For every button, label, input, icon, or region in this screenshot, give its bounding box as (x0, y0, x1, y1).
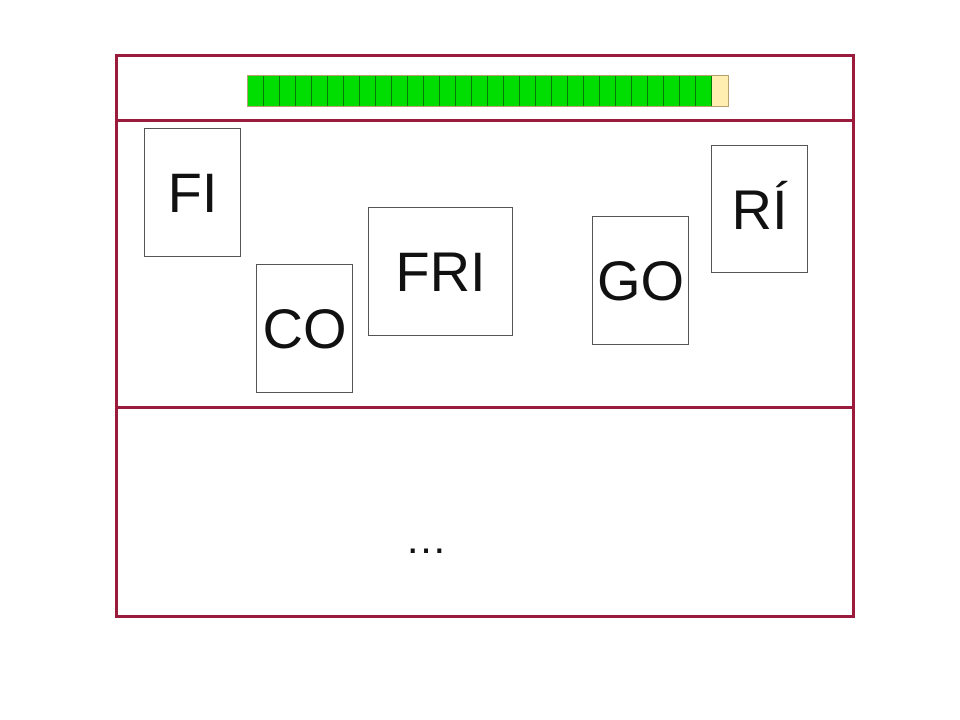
progress-segment-filled (360, 76, 376, 106)
answer-placeholder: … (405, 515, 447, 562)
progress-segment-filled (600, 76, 616, 106)
progress-segment-filled (680, 76, 696, 106)
progress-segment-filled (552, 76, 568, 106)
syllable-label: RÍ (731, 177, 788, 241)
syllable-label: CO (262, 297, 347, 360)
progress-segment-filled (616, 76, 632, 106)
progress-segment-filled (248, 76, 264, 106)
progress-segment-filled (344, 76, 360, 106)
syllable-label: FI (167, 161, 218, 224)
progress-segment-filled (584, 76, 600, 106)
progress-segment-filled (264, 76, 280, 106)
progress-segment-filled (488, 76, 504, 106)
progress-segment-filled (392, 76, 408, 106)
progress-segment-filled (440, 76, 456, 106)
progress-segment-filled (472, 76, 488, 106)
progress-segment-filled (568, 76, 584, 106)
progress-segment-filled (376, 76, 392, 106)
progress-segment-empty (712, 76, 728, 106)
progress-segment-filled (424, 76, 440, 106)
progress-segment-filled (456, 76, 472, 106)
syllable-label: GO (596, 249, 685, 312)
progress-segment-filled (536, 76, 552, 106)
syllable-card-go[interactable]: GO (592, 216, 689, 345)
syllable-card-fi[interactable]: FI (144, 128, 241, 257)
syllable-card-ri[interactable]: RÍ (711, 145, 808, 273)
progress-segment-filled (632, 76, 648, 106)
syllable-label: FRI (395, 240, 486, 303)
syllable-card-fri[interactable]: FRI (368, 207, 513, 336)
progress-segment-filled (296, 76, 312, 106)
syllable-card-co[interactable]: CO (256, 264, 353, 393)
progress-segment-filled (648, 76, 664, 106)
progress-segment-filled (520, 76, 536, 106)
answer-panel (115, 406, 855, 618)
progress-segment-filled (504, 76, 520, 106)
progress-segment-filled (328, 76, 344, 106)
progress-segment-filled (408, 76, 424, 106)
progress-segment-filled (280, 76, 296, 106)
progress-bar (247, 75, 729, 107)
progress-segment-filled (312, 76, 328, 106)
progress-segment-filled (696, 76, 712, 106)
progress-segment-filled (664, 76, 680, 106)
